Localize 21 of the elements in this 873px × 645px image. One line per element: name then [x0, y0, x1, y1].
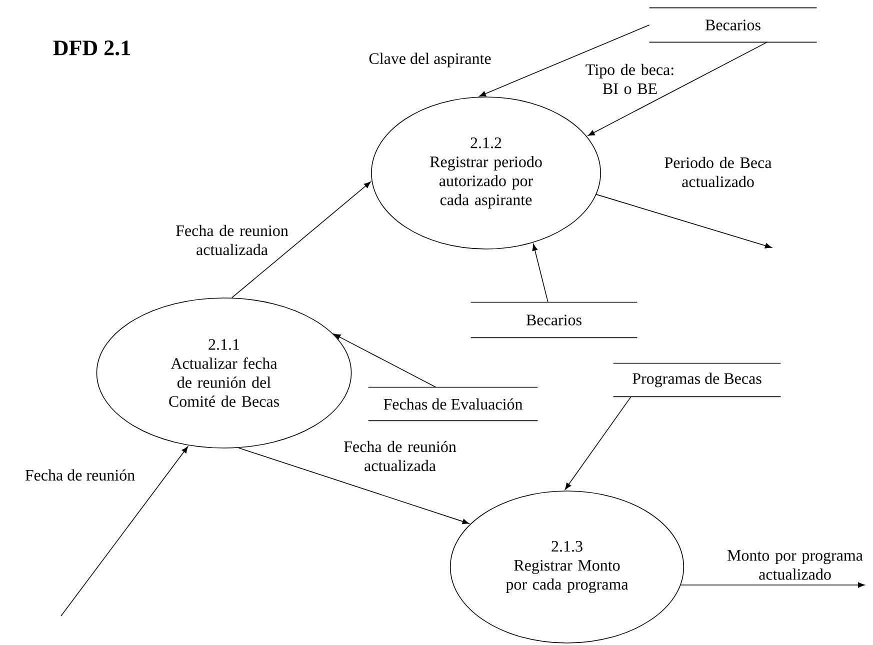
data-store: Programas de Becas [612, 362, 782, 398]
edge-label: Tipo de beca: BI o BE [586, 64, 674, 94]
arrow [532, 244, 548, 303]
arrow [596, 194, 772, 248]
data-store: Becarios [470, 302, 638, 338]
edge-label: Clave del aspirante [369, 52, 491, 68]
arrow [564, 396, 632, 490]
title: DFD 2.1 [53, 40, 130, 56]
data-store: Becarios [648, 7, 818, 43]
arrow [334, 334, 436, 388]
arrow [238, 448, 470, 524]
arrow [588, 42, 768, 136]
edge-label: Periodo de Beca actualizado [664, 156, 772, 188]
arrow [60, 446, 188, 616]
edge-label: Fecha de reunion actualizada [176, 224, 288, 256]
edge-label: Monto por programa actualizado [727, 550, 863, 580]
data-store: Fechas de Evaluación [368, 386, 538, 422]
arrow [232, 182, 371, 298]
arrow [479, 24, 650, 97]
arrow [680, 582, 865, 588]
edge-label: Fecha de reunión [25, 469, 135, 481]
